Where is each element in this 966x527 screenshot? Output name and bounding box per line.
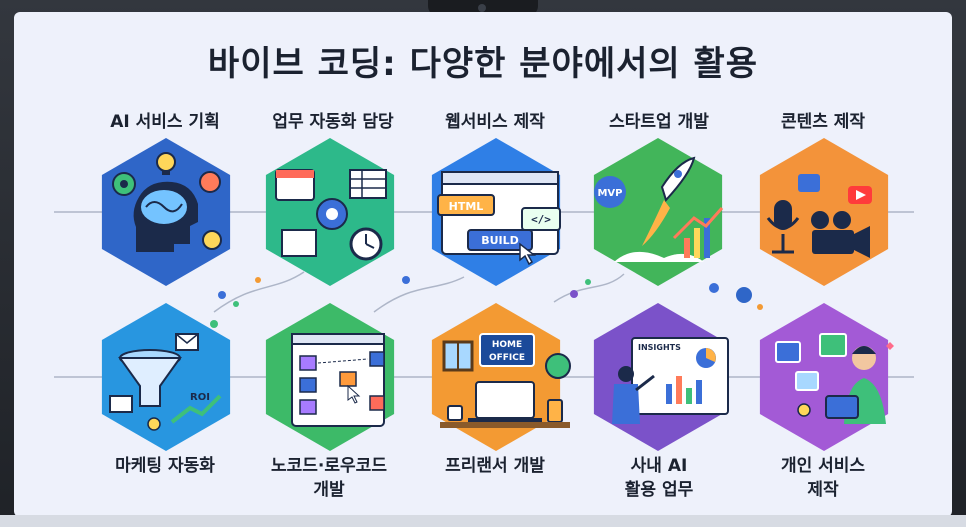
connector-dots (210, 276, 763, 328)
screen: 바이브 코딩: 다양한 분야에서의 활용 AI 서비스 기획 업무 자동화 담당… (14, 12, 952, 517)
label-ai-planning: AI 서비스 기획 (110, 112, 220, 132)
svg-text:BUILD: BUILD (481, 234, 519, 247)
label-web-service: 웹서비스 제작 (445, 112, 545, 132)
insights-dashboard-icon: INSIGHTS (612, 337, 729, 424)
svg-text:HTML: HTML (449, 200, 484, 213)
svg-text:INSIGHTS: INSIGHTS (638, 343, 681, 352)
label-startup: 스타트업 개발 (609, 112, 709, 132)
label-content: 콘텐츠 제작 (780, 112, 866, 132)
diagram-canvas: HTML </> BUILD MVP (54, 138, 914, 451)
hexagon-tile-8 (431, 303, 561, 451)
marketing-funnel-icon: ROI (109, 333, 222, 431)
personal-tablet-icon (775, 333, 894, 424)
ai-brain-icon (112, 152, 222, 252)
web-browser-icon: HTML </> BUILD (437, 171, 561, 266)
page-title: 바이브 코딩: 다양한 분야에서의 활용 (207, 44, 759, 84)
camera-icon (478, 4, 486, 12)
automation-gear-icon (275, 169, 387, 261)
home-office-icon: HOME OFFICE (440, 333, 571, 428)
nocode-blocks-icon (291, 333, 385, 427)
laptop-base (0, 515, 966, 527)
svg-text:ROI: ROI (190, 392, 210, 403)
svg-text:HOME: HOME (492, 340, 522, 350)
camera-microphone-icon (766, 174, 872, 258)
rocket-icon: MVP (594, 156, 724, 262)
hexagon-tile-4 (593, 138, 723, 286)
svg-text:MVP: MVP (597, 188, 622, 199)
svg-text:OFFICE: OFFICE (489, 353, 525, 363)
label-marketing: 마케팅 자동화 (115, 456, 215, 476)
label-freelancer: 프리랜서 개발 (445, 456, 545, 476)
svg-text:</>: </> (531, 213, 551, 226)
label-automation: 업무 자동화 담당 (272, 112, 394, 132)
hexagon-tile-10 (759, 303, 889, 451)
